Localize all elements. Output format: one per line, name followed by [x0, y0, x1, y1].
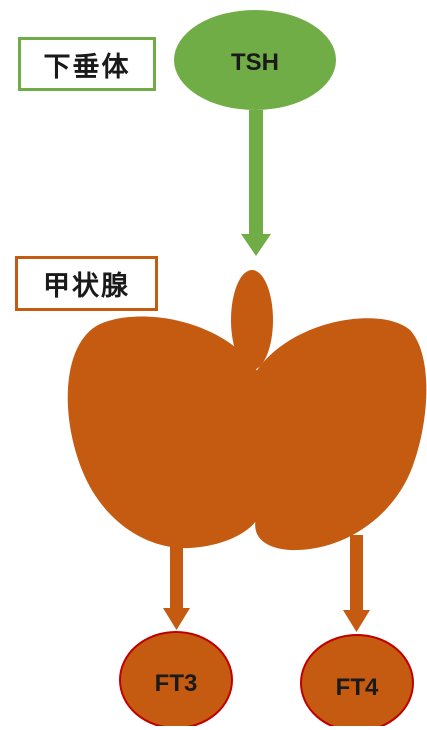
ft3-arrow [163, 540, 190, 630]
tsh-label: TSH [231, 49, 279, 76]
ft4-label: FT4 [336, 674, 379, 701]
tsh-arrow [241, 110, 271, 256]
thyroid-gland [67, 270, 427, 551]
pituitary-label: 下垂体 [18, 37, 156, 91]
tsh-node [174, 10, 336, 110]
ft4-arrow [343, 535, 370, 632]
ft4-node [300, 634, 414, 730]
thyroid-label: 甲状腺 [15, 256, 158, 311]
ft3-label: FT3 [155, 670, 198, 697]
